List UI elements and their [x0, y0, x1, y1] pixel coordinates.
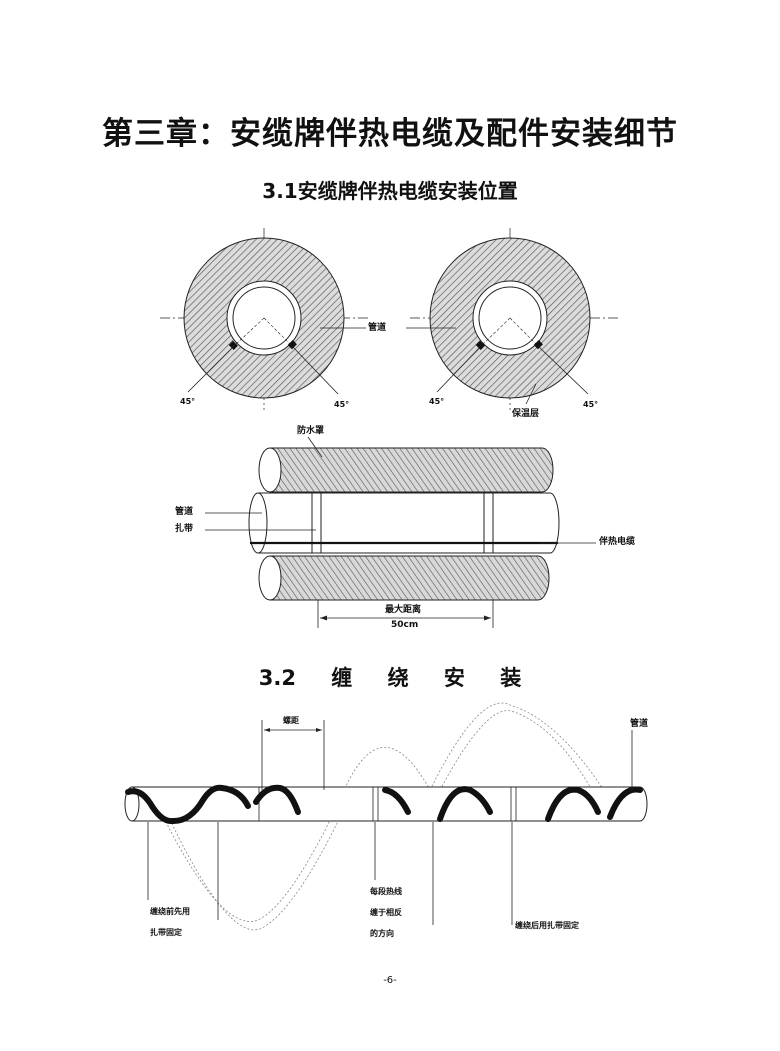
angle-label-right: 45°	[334, 400, 350, 409]
page-number: -6-	[383, 975, 397, 986]
note-left-line-2: 扎带固定	[150, 928, 182, 937]
section-3-1-title: 3.1安缆牌伴热电缆安装位置	[262, 179, 518, 203]
chapter-title: 第三章：安缆牌伴热电缆及配件安装细节	[102, 116, 678, 152]
jacket-label: 防水罩	[297, 426, 325, 436]
note-middle-line-3: 的方向	[370, 929, 394, 938]
cross-section-left	[160, 228, 370, 410]
heating-cable-label: 伴热电缆	[599, 537, 636, 547]
angle-label-left: 45°	[180, 397, 196, 406]
cable-marker-right-2	[533, 340, 543, 350]
note-middle-line-2: 缠于相反	[370, 908, 402, 917]
angle-label-left-2: 45°	[429, 397, 445, 406]
pipe-label-spiral: 管道	[630, 719, 649, 729]
cable-marker-left-2	[475, 340, 485, 350]
section-3-2-title: 3.2 缠 绕 安 装	[0, 662, 780, 692]
cable-marker-left	[228, 340, 238, 350]
angle-label-right-2: 45°	[583, 400, 599, 409]
cable-marker-right	[287, 340, 297, 350]
spiral-wrap-diagram	[124, 702, 648, 931]
section-3-2-char-1: 缠	[331, 666, 353, 690]
pitch-label: 螺距	[283, 716, 299, 725]
section-3-2-char-2: 绕	[387, 666, 409, 690]
side-view	[205, 436, 596, 628]
section-3-2-char-4: 装	[500, 666, 522, 690]
note-middle-line-1: 每段热线	[370, 887, 402, 896]
pipe-label-cross: 管道	[368, 323, 387, 333]
pipe-label-side: 管道	[175, 507, 194, 517]
strap-label: 扎带	[175, 524, 194, 534]
cross-section-right	[406, 228, 618, 410]
section-3-2-char-3: 安	[443, 666, 465, 690]
note-right: 缠绕后用扎带固定	[515, 921, 579, 930]
max-distance-label: 最大距离	[385, 605, 422, 615]
max-distance-value: 50cm	[391, 620, 419, 630]
insulation-label: 保温层	[512, 409, 540, 419]
section-3-2-number: 3.2	[258, 666, 296, 690]
note-left-line-1: 缠绕前先用	[150, 907, 190, 916]
